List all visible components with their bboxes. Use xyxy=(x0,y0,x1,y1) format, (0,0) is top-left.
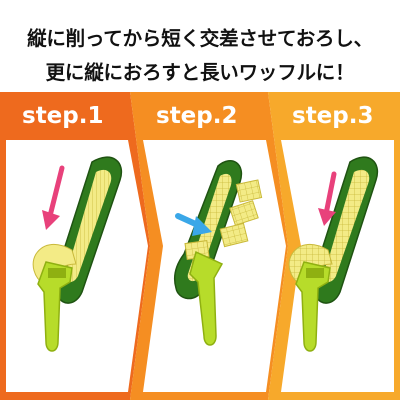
step-1-illustration xyxy=(32,156,123,352)
headline-line-2: 更に縦におろすと長いワッフルに！ xyxy=(45,61,355,84)
headline-line-1: 縦に削ってから短く交差させておろし、 xyxy=(27,27,373,50)
step-2-label: step.2 xyxy=(156,103,238,129)
down-arrow-icon xyxy=(47,165,65,219)
step-3-illustration xyxy=(288,156,379,352)
headline: 縦に削ってから短く交差させておろし、 更に縦におろすと長いワッフルに！ xyxy=(0,22,400,90)
waffle-piece xyxy=(219,222,249,248)
down-arrow-icon xyxy=(323,171,337,217)
waffle-piece xyxy=(235,179,263,203)
steps-illustration xyxy=(0,92,400,400)
step-3-label: step.3 xyxy=(292,103,374,129)
step-2-illustration xyxy=(173,160,263,346)
cucumber-flesh xyxy=(324,169,370,282)
cucumber-flesh xyxy=(66,169,112,282)
waffle-piece xyxy=(229,200,259,226)
slicer-icon xyxy=(189,250,224,346)
slicer-icon xyxy=(37,261,73,352)
slicer-icon xyxy=(295,261,331,352)
step-1-label: step.1 xyxy=(22,103,104,129)
